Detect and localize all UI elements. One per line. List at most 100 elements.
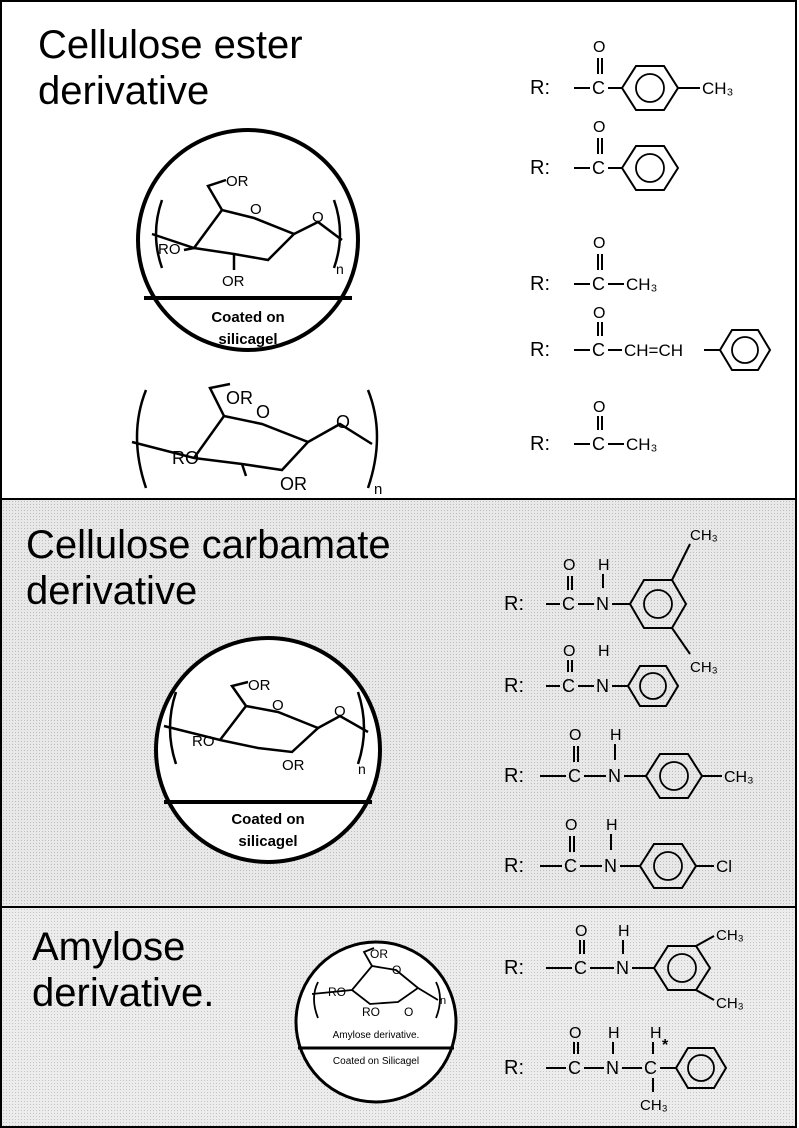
r-group-dimethylphenylcarbamate: R: C O N H CH₃ CH₃ [504, 923, 744, 1012]
stereocenter-star: * [662, 1037, 669, 1054]
coated-label-line2: silicagel [238, 833, 297, 850]
title-line-2: derivative [26, 569, 198, 613]
nitrogen-label: N [606, 1058, 619, 1078]
carbon-label: C [592, 274, 605, 294]
r-group-phenylcarbamate: R: C O N H [504, 643, 680, 707]
amylose-r-groups: R: C O N H CH₃ CH₃ R: C O N [504, 923, 744, 1114]
or-label-6: OR [248, 677, 271, 694]
carbon-label: C [592, 78, 605, 98]
title-line-1: Cellulose carbamate [26, 523, 391, 567]
nitrogen-label: N [604, 856, 617, 876]
chiral-hydrogen-label: H [650, 1025, 662, 1042]
or-label-6: OR [226, 388, 253, 408]
r-label: R: [504, 675, 524, 697]
title-line-2: derivative [38, 69, 210, 113]
hydrogen-label: H [598, 557, 610, 574]
ro-label-3: RO [172, 448, 199, 468]
methyl-label: CH₃ [626, 435, 657, 454]
cellulose-carbamate-panel [0, 498, 797, 908]
ro-label-3: RO [328, 985, 346, 999]
r-label: R: [530, 273, 550, 295]
cellulose-ester-title: Cellulose ester derivative [38, 22, 303, 114]
repeat-n: n [336, 261, 344, 277]
carbon-label: C [562, 594, 575, 614]
r-group-methylphenylcarbamate: R: C O N H CH₃ [504, 727, 754, 799]
r-group-benzoyl: R: C O [530, 119, 680, 191]
r-label: R: [530, 339, 550, 361]
carbon-label: C [568, 1058, 581, 1078]
carbon-label: C [592, 158, 605, 178]
ring-oxygen: O [250, 201, 262, 218]
title-line-1: Cellulose ester [38, 23, 303, 67]
coated-label-line2: silicagel [218, 331, 277, 348]
r-group-chlorophenylcarbamate: R: C O N H Cl [504, 817, 732, 889]
oxygen-label: O [593, 119, 605, 136]
or-label-2: OR [282, 757, 305, 774]
oxygen-label: O [593, 39, 605, 56]
r-label: R: [504, 855, 524, 877]
repeat-n: n [374, 481, 382, 498]
hydrogen-label: H [608, 1025, 620, 1042]
carbon-label: C [562, 676, 575, 696]
r-group-dimethylphenylcarbamate: R: C O N H CH₃ CH₃ [504, 527, 718, 676]
title-line-1: Amylose [32, 925, 186, 969]
coated-label-line1: Coated on [211, 309, 284, 326]
cellulose-carbamate-title: Cellulose carbamate derivative [26, 522, 391, 614]
r-label: R: [504, 1057, 524, 1079]
ring-oxygen: O [256, 402, 270, 422]
r-label: R: [530, 433, 550, 455]
nitrogen-label: N [616, 958, 629, 978]
or-label-2: OR [280, 474, 307, 494]
glycosidic-oxygen: O [404, 1005, 413, 1019]
methyl-label: CH₃ [640, 1097, 668, 1114]
ro-label-3: RO [158, 241, 181, 258]
oxygen-label: O [593, 399, 605, 416]
oxygen-label: O [565, 817, 577, 834]
r-label: R: [504, 765, 524, 787]
methyl-label: CH₃ [716, 927, 744, 944]
carbon-label: C [564, 856, 577, 876]
oxygen-label: O [563, 643, 575, 660]
r-label: R: [504, 957, 524, 979]
cellulose-ester-uncoated-structure: OR O O RO OR n [131, 382, 382, 498]
nitrogen-label: N [608, 766, 621, 786]
carbon-label: C [592, 340, 605, 360]
methyl-label: CH₃ [724, 769, 754, 786]
oxygen-label: O [569, 1025, 581, 1042]
or-label-2: OR [222, 273, 245, 290]
r-label: R: [504, 593, 524, 615]
r-label: R: [530, 157, 550, 179]
glycosidic-oxygen: O [336, 412, 350, 432]
cellulose-ester-coated-structure: OR O O RO OR n Coated on silicagel [136, 128, 360, 352]
ro-label-3: RO [192, 733, 215, 750]
coated-label-line1: Coated on [231, 811, 304, 828]
hydrogen-label: H [606, 817, 618, 834]
methyl-label: CH₃ [690, 527, 718, 544]
repeat-n: n [440, 995, 446, 1007]
carbamate-r-groups: R: C O N H CH₃ CH₃ R: C O N [504, 527, 754, 889]
or-label-6: OR [370, 947, 388, 961]
oxygen-label: O [575, 923, 587, 940]
glycosidic-oxygen: O [312, 209, 324, 226]
coated-label: Coated on Silicagel [333, 1056, 419, 1067]
carbon-label: C [574, 958, 587, 978]
chiral-carbon-label: C [644, 1058, 657, 1078]
r-group-p-methylbenzoyl: R: C O CH₃ [530, 39, 733, 111]
r-group-acetyl-1: R: C O CH₃ [530, 235, 657, 295]
oxygen-label: O [569, 727, 581, 744]
r-label: R: [530, 77, 550, 99]
methyl-label: CH₃ [690, 659, 718, 676]
nitrogen-label: N [596, 676, 609, 696]
amylose-label: Amylose derivative. [333, 1030, 420, 1041]
r-group-phenylethylcarbamate: R: C O N H C H * CH₃ [504, 1025, 728, 1114]
chlorine-label: Cl [716, 857, 732, 876]
ester-r-groups: R: C O CH₃ R: C O [530, 39, 772, 455]
methyl-label: CH₃ [702, 79, 733, 98]
r-group-acetyl-2: R: C O CH₃ [530, 399, 657, 455]
title-line-2: derivative. [32, 971, 215, 1015]
carbon-label: C [568, 766, 581, 786]
ring-oxygen: O [272, 697, 284, 714]
hydrogen-label: H [610, 727, 622, 744]
ro-label-2: RO [362, 1005, 380, 1019]
